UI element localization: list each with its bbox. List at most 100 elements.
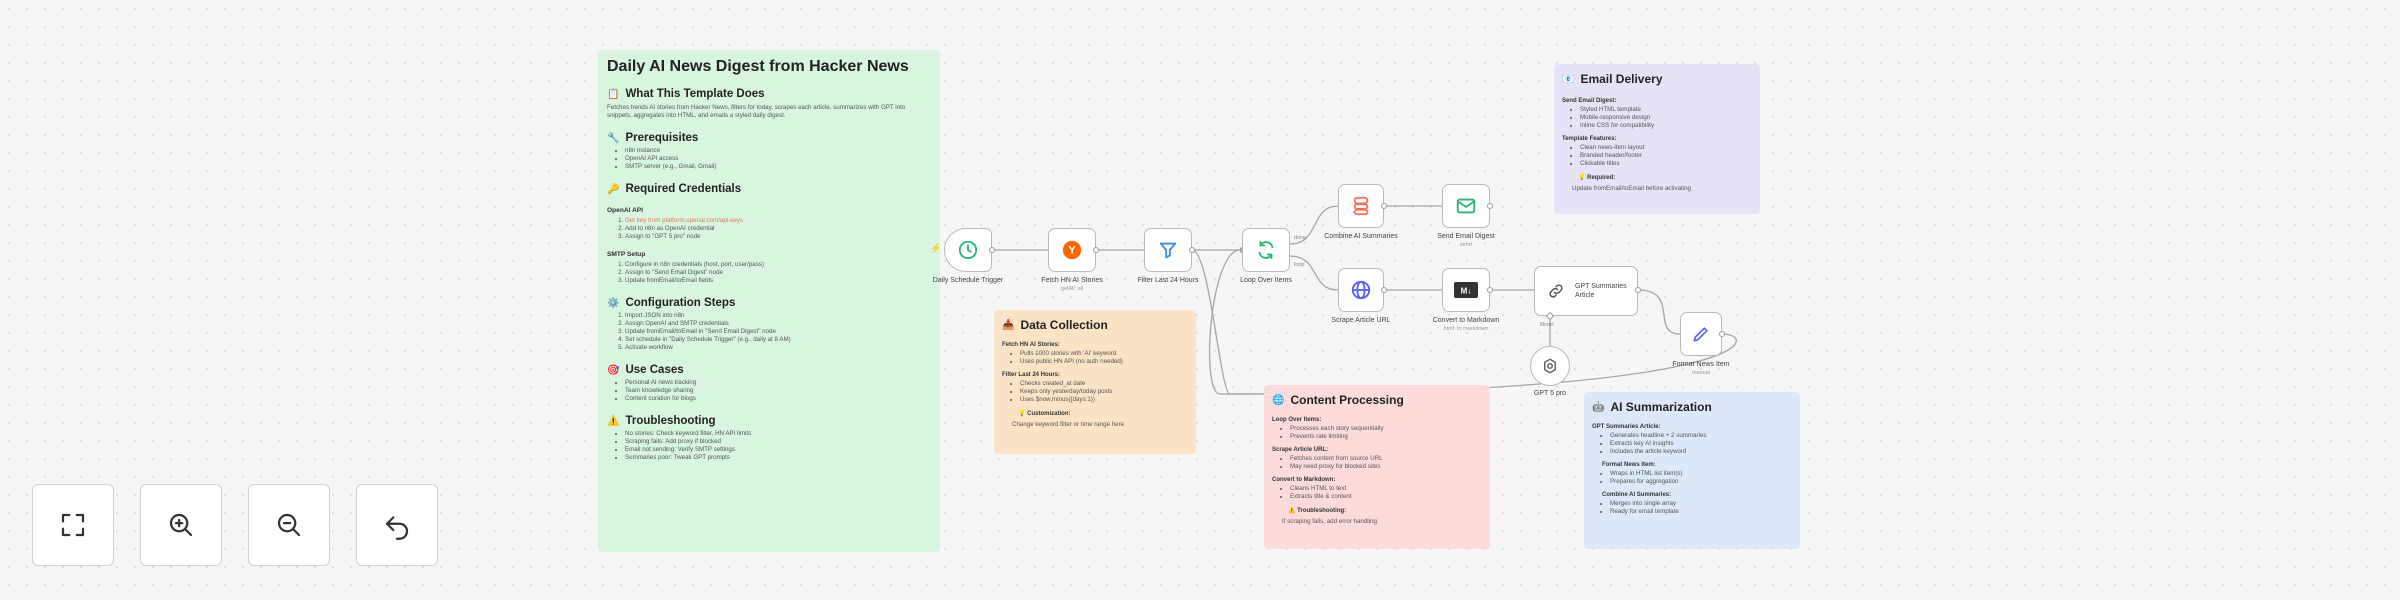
list-item: Clean news-item layout [1580,144,1752,152]
output-handle[interactable] [1635,287,1641,293]
subheading: Scrape Article URL: [1272,447,1329,453]
list-item: Includes the article keyword [1610,448,1792,456]
output-handle[interactable] [1381,203,1387,209]
clock-icon [958,240,978,260]
key-icon: 🔑 [607,183,620,195]
list-item: Activate workflow [625,344,931,352]
node-fetch-hn-ai-stories[interactable]: Y [1048,228,1096,272]
sticky-note-main[interactable]: Daily AI News Digest from Hacker News 📋 W… [598,50,940,552]
output-handle[interactable] [1487,287,1493,293]
sticky-note-data-collection[interactable]: 📥Data Collection Fetch HN AI Stories: Pu… [994,310,1196,454]
fit-view-button[interactable] [32,484,114,566]
what-text: Fetches trends AI stories from Hacker Ne… [607,104,906,119]
inbox-icon: 📥 [1002,319,1015,331]
node-combine-ai-summaries[interactable] [1338,184,1384,228]
trouble-list: No stories: Check keyword filter, HN API… [607,430,931,462]
subheading: Required: [1587,175,1616,181]
node-daily-schedule-trigger[interactable] [944,228,992,272]
trouble-heading: Troubleshooting [625,415,716,427]
list-item: OpenAI API access [625,155,931,163]
clipboard-icon: 📋 [607,88,620,100]
prereq-heading: Prerequisites [625,132,699,144]
openai-icon [1544,358,1556,374]
config-heading: Configuration Steps [625,297,736,309]
subheading: Troubleshooting: [1297,508,1347,514]
node-gpt-summaries-article[interactable]: GPT Summaries Article [1534,266,1638,316]
zoom-out-icon [277,513,301,537]
subheading: GPT Summaries Article: [1592,424,1661,430]
email-icon: 📧 [1562,73,1575,85]
node-send-email-digest[interactable] [1442,184,1490,228]
sticky-note-email-delivery[interactable]: 📧Email Delivery Send Email Digest: Style… [1554,64,1760,214]
list-item: Fetches content from source URL [1290,455,1482,463]
list-item: No stories: Check keyword filter, HN API… [625,430,931,438]
node-label: Filter Last 24 Hours [1137,277,1199,284]
node-convert-to-markdown[interactable]: M↓ [1442,268,1490,312]
node-label: Send Email Digest [1437,233,1495,240]
subheading: Loop Over Items: [1272,417,1322,423]
list-item: Wraps in HTML list item(s) [1610,470,1792,478]
list-item: Keeps only yesterday/today posts [1020,388,1188,396]
output-handle[interactable] [1487,203,1493,209]
list-item: Team knowledge sharing [625,387,931,395]
sticky-note-content-processing[interactable]: 🌐Content Processing Loop Over Items: Pro… [1264,385,1490,549]
list-item: Checks created_at date [1020,380,1188,388]
envelope-icon [1456,198,1476,214]
node-loop-over-items[interactable] [1242,228,1290,272]
list-item: Styled HTML template [1580,106,1752,114]
config-steps: Import JSON into n8n Assign OpenAI and S… [607,312,931,352]
node-format-news-item[interactable] [1680,312,1722,356]
list-item: Assign to "GPT 5 pro" node [625,233,931,241]
output-handle[interactable] [1093,247,1099,253]
port-label-model: Model [1540,322,1554,328]
what-heading: What This Template Does [625,88,765,100]
prereq-list: n8n instance OpenAI API access SMTP serv… [607,147,931,171]
pencil-icon [1693,327,1708,342]
list-item: Assign OpenAI and SMTP credentials [625,320,931,328]
output-handle[interactable] [989,247,995,253]
subheading: Convert to Markdown: [1272,477,1336,483]
smtp-subheading: SMTP Setup [607,251,646,258]
list-item: Update fromEmail/toEmail fields [625,277,931,285]
list-item: Scraping fails: Add proxy if blocked [625,438,931,446]
openai-steps: Get key from platform.openai.com/api-key… [607,217,931,241]
edge-label-done: done [1294,235,1306,241]
subheading: Fetch HN AI Stories: [1002,342,1060,348]
node-label: Convert to Markdown [1432,317,1500,324]
hacker-news-icon: Y [1062,240,1082,260]
list-item: Personal AI news tracking [625,379,931,387]
node-label: Scrape Article URL [1331,317,1391,324]
main-note-title: Daily AI News Digest from Hacker News [607,58,909,75]
trouble-text: If scraping fails, add error handling [1282,518,1377,525]
node-label: Fetch HN AI Stories [1041,277,1103,284]
list-item: Extracts key AI insights [1610,440,1792,448]
gear-icon: ⚙️ [607,297,620,309]
node-label: Loop Over Items [1240,277,1292,284]
node-label: GPT 5 pro [1533,390,1567,397]
subheading: Combine AI Summaries: [1602,492,1672,498]
node-scrape-article-url[interactable] [1338,268,1384,312]
smtp-steps: Configure in n8n credentials (host, port… [607,261,931,285]
reset-button[interactable] [356,484,438,566]
sticky-note-ai-summarization[interactable]: 🤖AI Summarization GPT Summaries Article:… [1584,392,1800,549]
output-handle[interactable] [1189,247,1195,253]
custom-text: Change keyword filter or time range here [1012,421,1125,428]
output-handle[interactable] [1719,331,1725,337]
zoom-out-button[interactable] [248,484,330,566]
lightbulb-icon: 💡 [1018,411,1026,417]
node-filter-last-24-hours[interactable] [1144,228,1192,272]
node-gpt-5-pro[interactable] [1530,346,1570,386]
output-handle[interactable] [1381,287,1387,293]
subheading: Format News Item: [1602,462,1656,468]
list-item: Uses $now.minus({days:1}) [1020,396,1188,404]
list-item: Mobile-responsive design [1580,114,1752,122]
zoom-in-button[interactable] [140,484,222,566]
undo-icon [385,516,409,540]
ai-link-icon [1549,284,1563,298]
list-item: Inline CSS for compatibility [1580,122,1752,130]
fit-view-icon [61,513,85,537]
list-item: Configure in n8n credentials (host, port… [625,261,931,269]
list-item: May need proxy for blocked sites [1290,463,1482,471]
list-item: Clickable titles [1580,160,1752,168]
node-sublabel: html: to markdown [1443,326,1489,332]
